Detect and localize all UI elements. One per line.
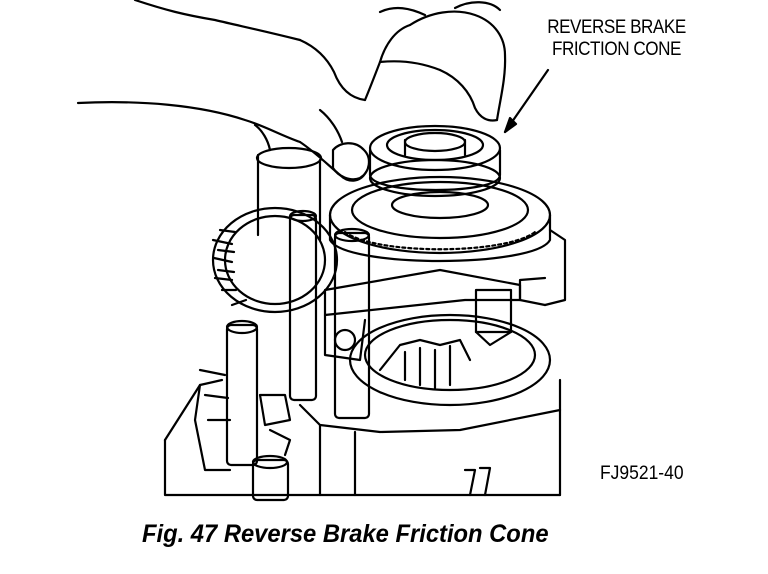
callout-label: REVERSE BRAKE FRICTION CONE (540, 17, 693, 61)
callout-line-2: FRICTION CONE (551, 39, 682, 60)
callout-leader-line (503, 68, 550, 134)
hand-illustration (76, 0, 507, 182)
figure-caption: Fig. 47 Reverse Brake Friction Cone (142, 520, 549, 548)
figure-id: FJ9521-40 (600, 463, 684, 484)
callout-line-1: REVERSE BRAKE (547, 17, 686, 38)
friction-cone-illustration (368, 124, 502, 198)
gear-assembly-illustration (163, 146, 567, 502)
